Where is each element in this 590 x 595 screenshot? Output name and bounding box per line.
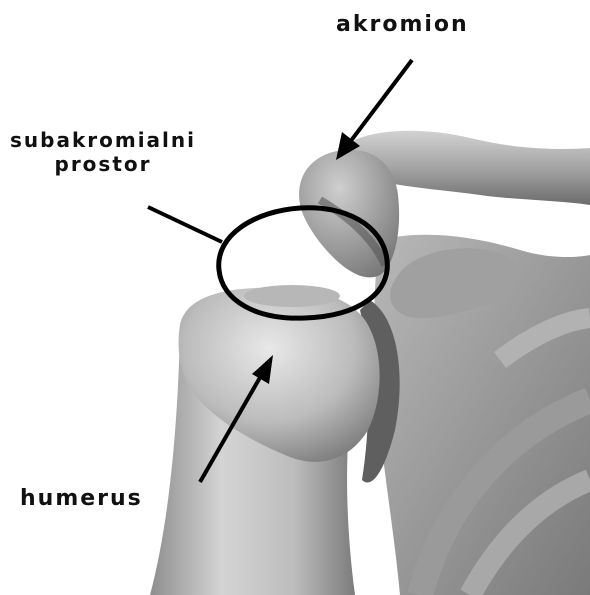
akromion-label: akromion [336, 12, 469, 38]
subacromial-space-label-line1: subakromialni [10, 128, 196, 152]
subacromial-space-label: subakromialni prostor [10, 128, 196, 176]
akromion-arrow-line [350, 60, 412, 142]
subacromial-space-label-line2: prostor [10, 152, 196, 176]
subacromial-leader-line [148, 207, 222, 242]
humerus-label: humerus [14, 484, 153, 514]
humeral-head-cartilage [244, 285, 340, 307]
